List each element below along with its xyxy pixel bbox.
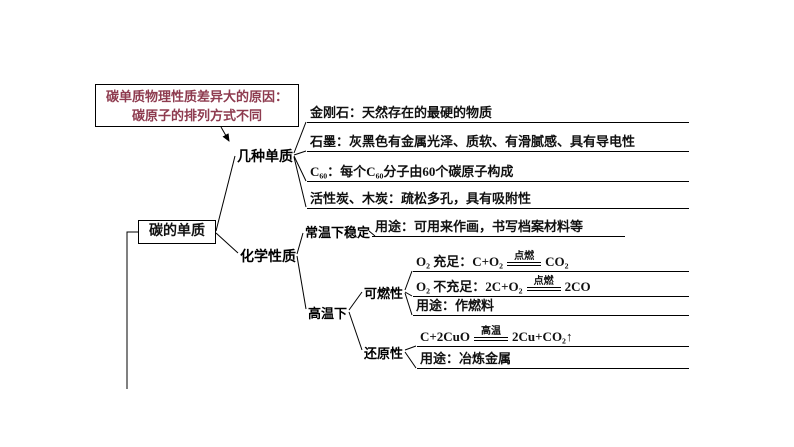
note-arrow xyxy=(220,126,230,142)
equation-rhs: 2CO xyxy=(564,279,591,294)
list-item-text: 活性炭、木炭：疏松多孔，具有吸附性 xyxy=(310,191,532,206)
root-node: 碳的单质 xyxy=(138,220,216,244)
use-text: 用途：作燃料 xyxy=(416,298,495,313)
list-item-diamond: 金刚石：天然存在的最硬的物质 xyxy=(307,104,689,123)
node-reducibility-label: 还原性 xyxy=(364,346,404,361)
note-box: 碳单质物理性质差异大的原因： 碳原子的排列方式不同 xyxy=(95,84,299,127)
condition-double-line xyxy=(507,262,542,266)
condition-label: 高温 xyxy=(481,326,502,337)
node-room-temp-label: 常温下稳定 xyxy=(305,225,371,240)
reaction-condition: 高温 xyxy=(474,326,509,341)
equation-rhs: CO₂ xyxy=(545,254,569,269)
condition-double-line xyxy=(526,287,561,291)
node-high-temp-label: 高温下 xyxy=(308,306,348,321)
equation-lhs: C+2CuO xyxy=(420,329,471,344)
branch-chemical-label: 化学性质 xyxy=(240,250,296,265)
note-line-2: 碳原子的排列方式不同 xyxy=(131,108,262,123)
reaction-condition: 点燃 xyxy=(507,251,542,266)
equation-reduction: C+2CuO 高温 2Cu+CO₂↑ xyxy=(417,323,689,347)
reduction-use-row: 用途：冶炼金属 xyxy=(417,350,689,369)
equation-lhs: O₂ 不充足：2C+O₂ xyxy=(416,279,523,294)
equation-combustion-insufficient: O₂ 不充足：2C+O₂ 点燃 2CO xyxy=(413,273,689,297)
node-combustibility-label: 可燃性 xyxy=(364,286,404,301)
note-line-1: 碳单质物理性质差异大的原因： xyxy=(105,89,288,104)
list-item-c60: C₆₀：每个C₆₀分子由60个碳原子构成 xyxy=(307,163,689,182)
list-item-text: C₆₀：每个C₆₀分子由60个碳原子构成 xyxy=(310,164,514,179)
list-item-text: 石墨：灰黑色有金属光泽、质软、有滑腻感、具有导电性 xyxy=(310,134,636,149)
equation-rhs: 2Cu+CO₂↑ xyxy=(512,329,573,344)
room-temp-use-row: 用途：可用来作画，书写档案材料等 xyxy=(372,219,625,237)
list-item-text: 金刚石：天然存在的最硬的物质 xyxy=(310,105,493,120)
list-item-graphite: 石墨：灰黑色有金属光泽、质软、有滑腻感、具有导电性 xyxy=(307,133,689,152)
use-text: 用途：冶炼金属 xyxy=(420,351,512,366)
condition-label: 点燃 xyxy=(533,276,554,287)
list-item-charcoal: 活性炭、木炭：疏松多孔，具有吸附性 xyxy=(307,190,689,209)
equation-combustion-sufficient: O₂ 充足：C+O₂ 点燃 CO₂ xyxy=(413,248,689,272)
condition-double-line xyxy=(474,337,509,341)
reaction-condition: 点燃 xyxy=(526,276,561,291)
condition-label: 点燃 xyxy=(514,251,535,262)
combustion-use-row: 用途：作燃料 xyxy=(413,297,689,316)
equation-lhs: O₂ 充足：C+O₂ xyxy=(416,254,504,269)
root-spine-line xyxy=(126,231,138,389)
use-text: 用途：可用来作画，书写档案材料等 xyxy=(375,219,584,234)
branch-forms-label: 几种单质 xyxy=(237,150,293,165)
